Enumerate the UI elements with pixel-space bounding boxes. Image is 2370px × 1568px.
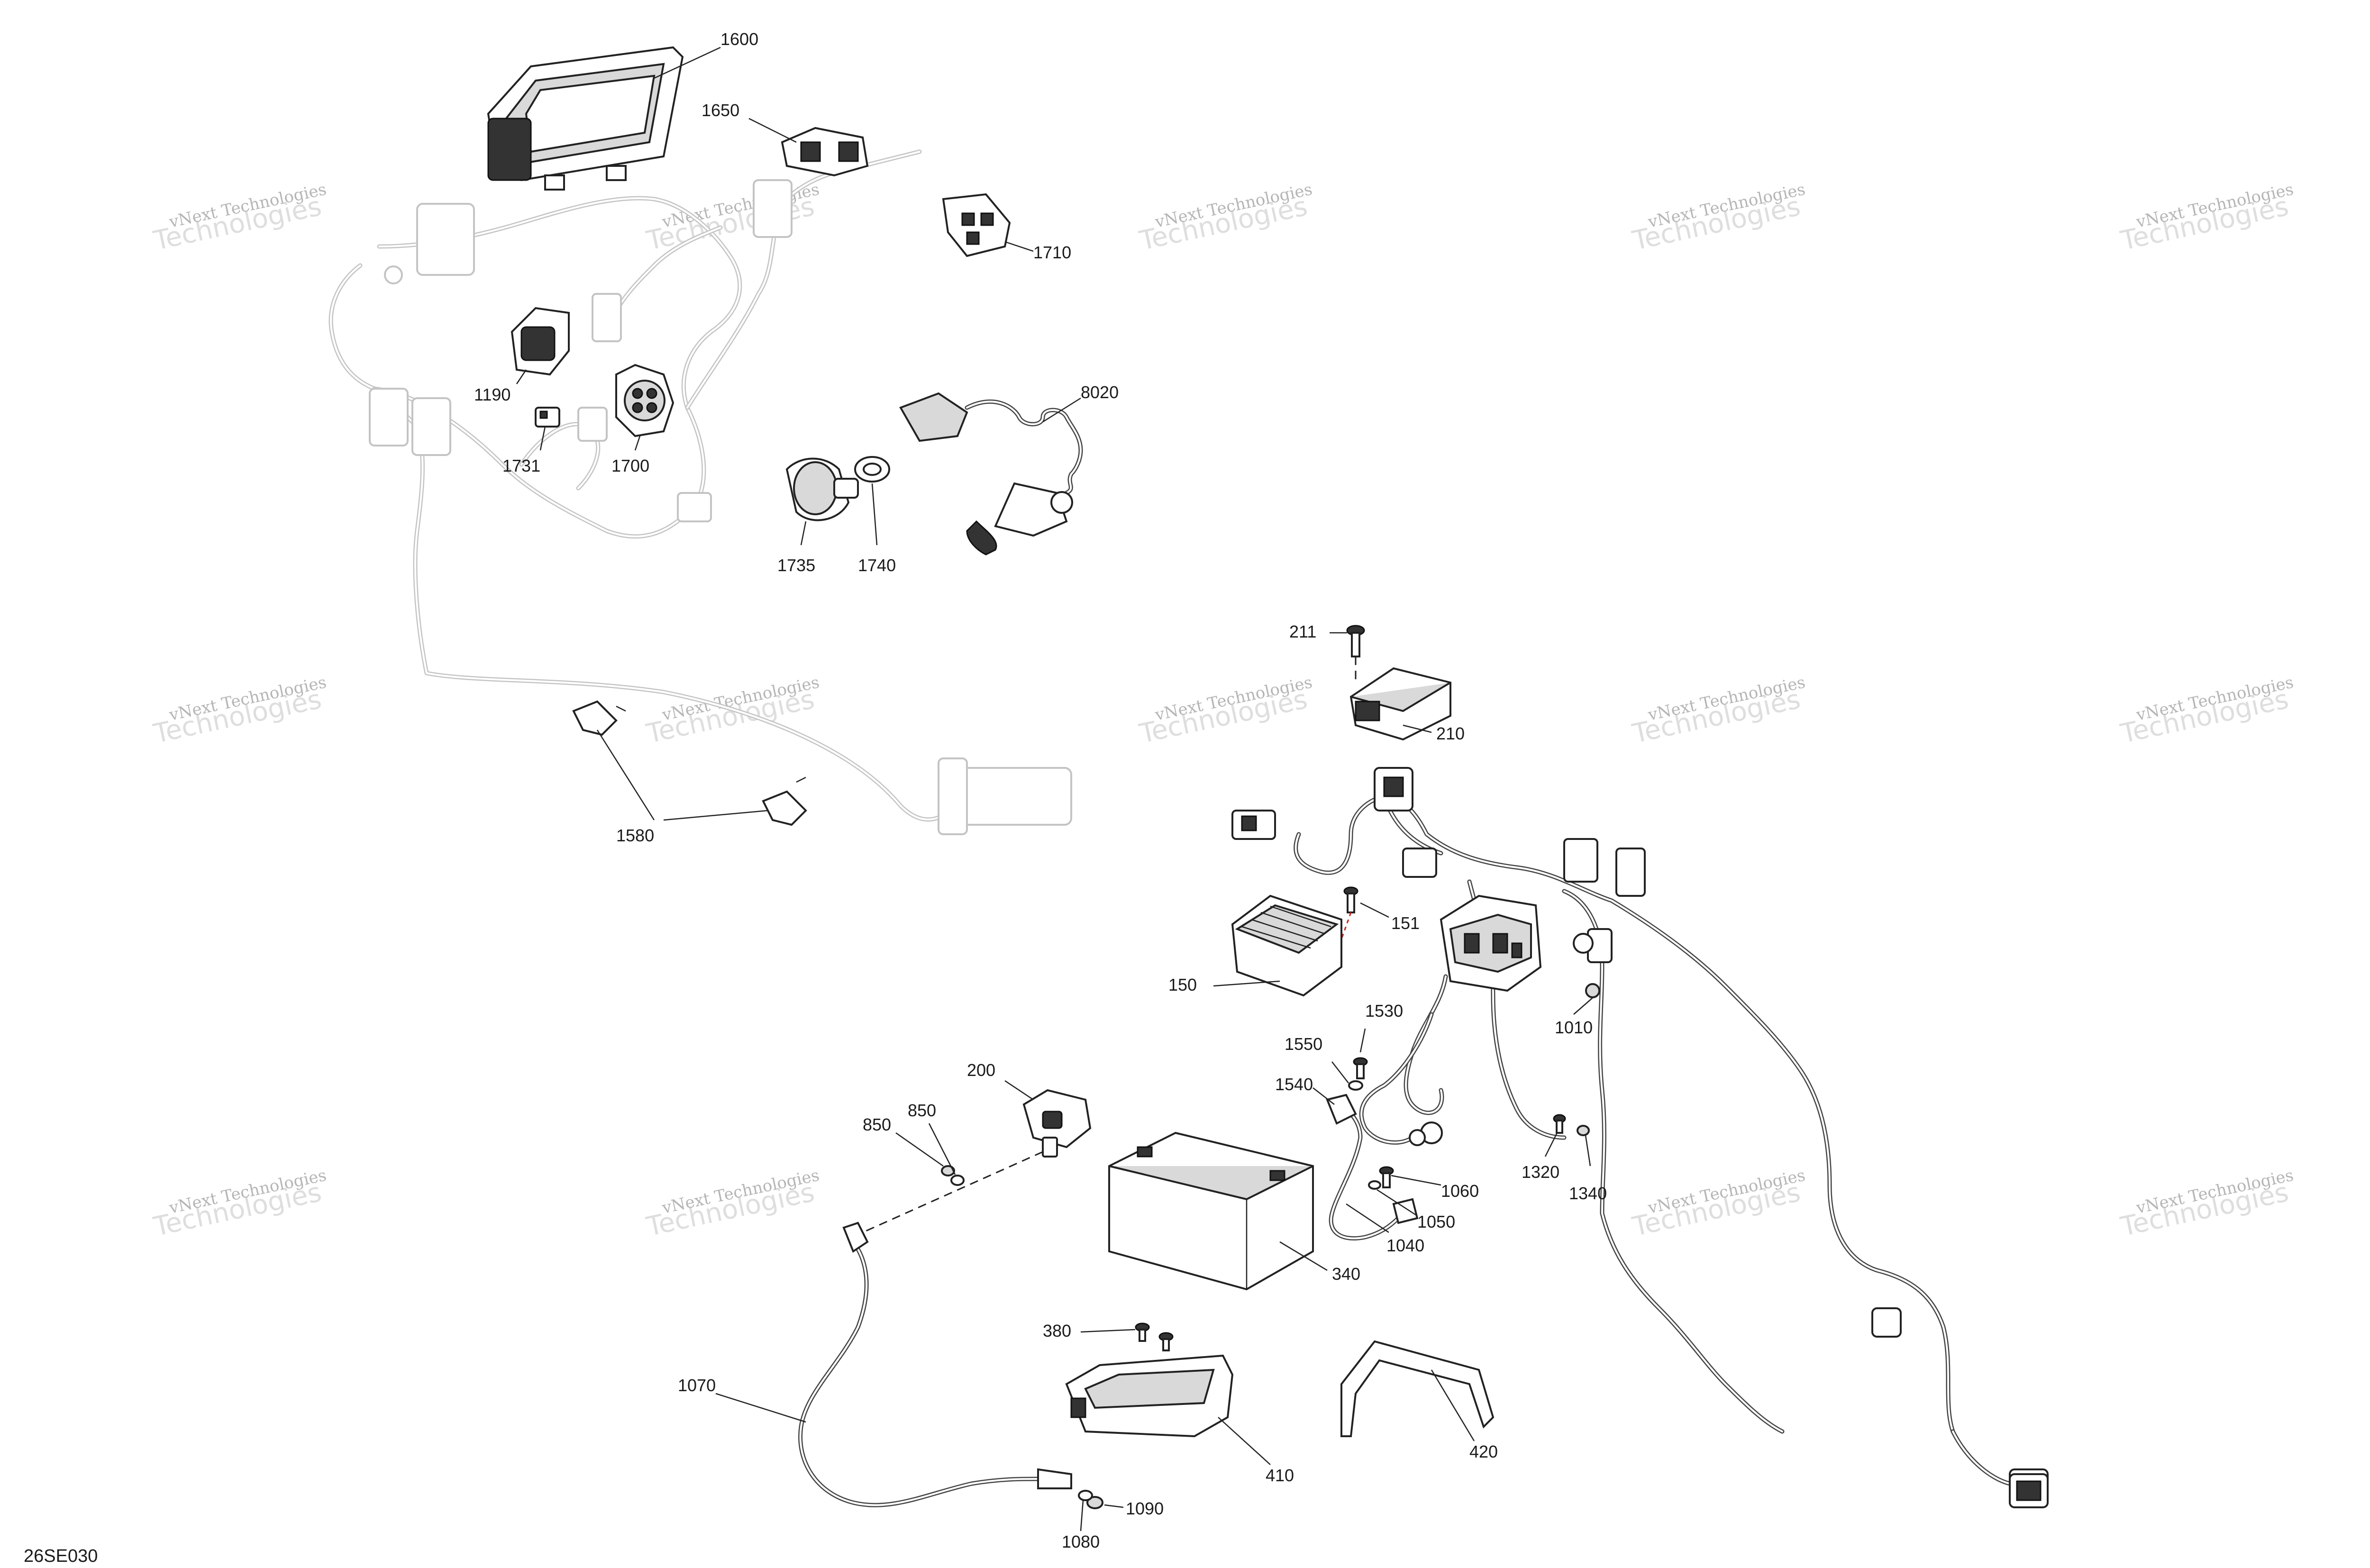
callout-label: 1700	[611, 456, 649, 475]
part-850-nut: 850	[863, 1115, 955, 1176]
part-151-screw: 151	[1336, 886, 1420, 953]
callout-label: 1710	[1033, 243, 1071, 262]
callout-label: 150	[1168, 975, 1197, 994]
callout-label: 410	[1266, 1466, 1294, 1485]
callout-label: 850	[863, 1115, 891, 1134]
part-210-module: 210	[1349, 667, 1465, 743]
part-1700-socket: 1700	[611, 364, 675, 475]
watermark-layer: Technologies vNext Technologies Technolo…	[151, 180, 2296, 1242]
watermark: Technologies vNext Technologies	[2118, 1166, 2296, 1242]
diagram-code: 26SE030	[24, 1546, 98, 1566]
callout-label: 1040	[1386, 1236, 1424, 1255]
callout-label: 1010	[1555, 1018, 1593, 1037]
harness-connector	[753, 179, 793, 238]
part-1010-fastener: 1010	[1555, 983, 1600, 1037]
watermark: Technologies vNext Technologies	[1630, 1166, 1807, 1242]
callout-label: 8020	[1081, 383, 1119, 402]
callout-label: 1080	[1062, 1532, 1100, 1551]
callout-label: 1731	[502, 456, 540, 475]
part-1530-bolt: 1530	[1353, 1001, 1403, 1079]
part-1731-plug: 1731	[502, 407, 560, 475]
callout-label: 1600	[720, 29, 758, 49]
part-1540-cable: 1540	[1275, 1075, 1419, 1241]
part-1050-washer: 1050	[1368, 1180, 1455, 1231]
part-1650-connector: 1650	[702, 100, 869, 177]
callout-label: 420	[1469, 1442, 1498, 1461]
part-150-voltage-regulator: 150	[1168, 894, 1342, 997]
callout-label: 210	[1436, 724, 1465, 743]
watermark: Technologies vNext Technologies	[151, 180, 328, 256]
harness-connector	[677, 492, 712, 522]
harness-connector	[411, 397, 451, 456]
part-1080-washer: 1080	[1062, 1490, 1100, 1551]
callout-label: 1320	[1522, 1162, 1559, 1182]
part-1320-screw: 1320	[1522, 1114, 1566, 1182]
watermark: Technologies vNext Technologies	[2118, 180, 2296, 256]
callout-label: 340	[1332, 1264, 1360, 1284]
harness-connector	[369, 388, 409, 447]
part-1740-nut: 1740	[854, 456, 896, 575]
callout-label: 1090	[1126, 1499, 1164, 1518]
watermark: Technologies vNext Technologies	[644, 1166, 821, 1242]
part-340-battery: 340	[1108, 1131, 1360, 1291]
callout-label: 1540	[1275, 1075, 1313, 1094]
part-1600-instrument-cluster: 1600	[487, 29, 758, 191]
part-1060-bolt: 1060	[1379, 1166, 1479, 1201]
harness-connector	[957, 767, 1072, 826]
callout-label: 1190	[474, 385, 510, 404]
callout-label: 1580	[616, 826, 654, 845]
harness-connector	[592, 293, 622, 342]
part-850-washer: 850	[908, 1101, 965, 1186]
callout-label: 1550	[1285, 1034, 1322, 1054]
callout-label: 1050	[1417, 1212, 1455, 1231]
callout-label: 1060	[1441, 1181, 1479, 1201]
part-1340-nut: 1340	[1569, 1125, 1607, 1203]
callout-label: 200	[967, 1060, 995, 1080]
part-1550-washer: 1550	[1285, 1034, 1363, 1091]
watermark: Technologies vNext Technologies	[1630, 673, 1807, 749]
harness-connector	[416, 203, 475, 276]
watermark: Technologies vNext Technologies	[1630, 180, 1807, 256]
callout-label: 1340	[1569, 1184, 1607, 1203]
part-1710-connector: 1710	[942, 193, 1071, 262]
harness-connector	[938, 757, 968, 835]
watermark: Technologies vNext Technologies	[2118, 673, 2296, 749]
callout-label: 1070	[678, 1376, 716, 1395]
callout-label: 1735	[777, 556, 815, 575]
watermark: Technologies vNext Technologies	[1137, 673, 1314, 749]
callout-label: 211	[1289, 622, 1316, 641]
watermark: Technologies vNext Technologies	[1137, 180, 1314, 256]
part-1070-positive-cable: 1070	[678, 1151, 1072, 1507]
callout-label: 1740	[858, 556, 896, 575]
callout-label: 151	[1391, 913, 1420, 933]
part-380-screw: 380	[1043, 1321, 1174, 1351]
part-8020-dess-lanyard: 8020	[899, 383, 1119, 556]
watermark: Technologies vNext Technologies	[151, 673, 328, 749]
part-1090-nut: 1090	[1086, 1496, 1164, 1518]
upper-wiring-harness	[328, 149, 1072, 835]
callout-label: 1530	[1365, 1001, 1403, 1021]
part-1735-dess-post: 1735	[777, 457, 859, 575]
callout-label: 380	[1043, 1321, 1071, 1340]
part-1040-ground-cable-label: 1040	[1346, 1203, 1424, 1255]
watermark: Technologies vNext Technologies	[151, 1166, 328, 1242]
main-wiring-harness	[1231, 767, 2049, 1508]
part-420-battery-strap: 420	[1340, 1340, 1498, 1461]
part-1580-clip: 1580	[572, 700, 807, 845]
part-211-screw: 211	[1289, 622, 1365, 683]
harness-grommet	[384, 265, 403, 284]
harness-connector	[577, 407, 608, 442]
part-410-battery-tray: 410	[1065, 1354, 1294, 1485]
callout-label: 1650	[702, 100, 739, 120]
part-1190-switch: 1190	[474, 307, 570, 404]
part-200-starter-solenoid: 200	[967, 1060, 1092, 1158]
callout-label: 850	[908, 1101, 936, 1120]
